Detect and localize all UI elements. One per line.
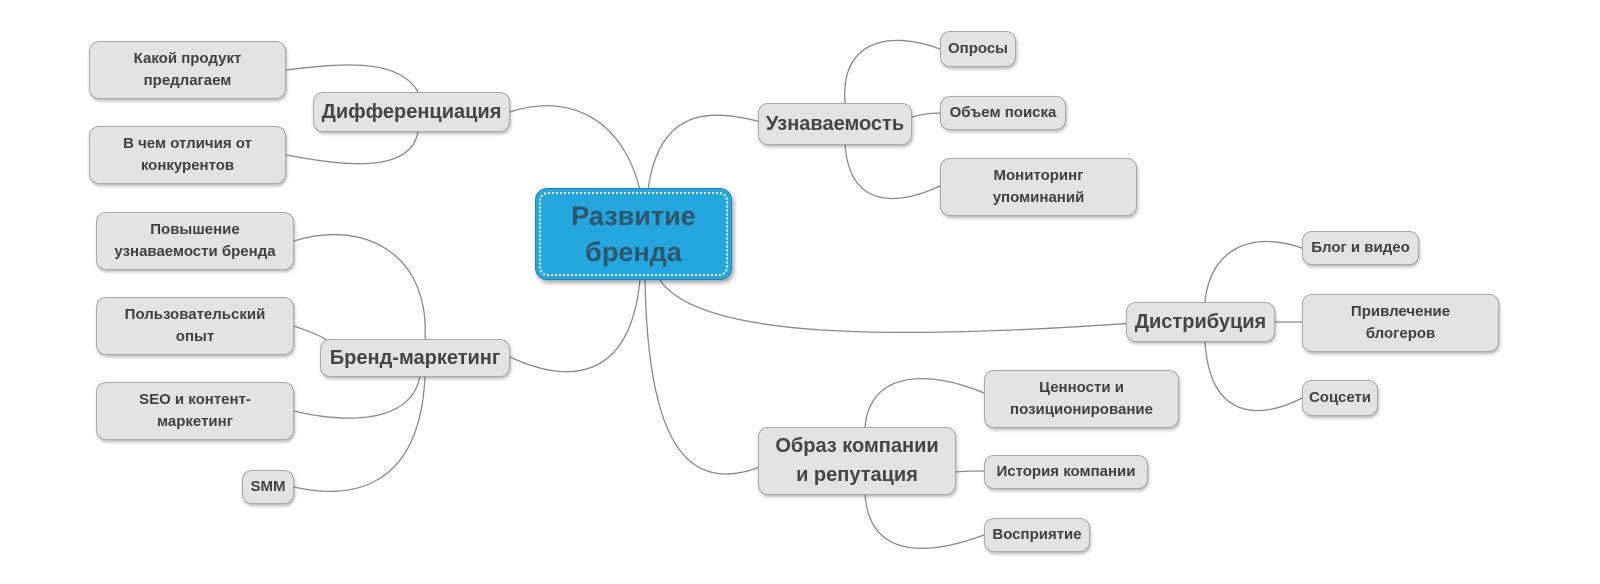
branch-label: Дистрибуция: [1134, 310, 1267, 333]
topic-label: Восприятие: [992, 526, 1082, 543]
connector-brand-smm: [293, 375, 426, 493]
branch-label: Узнаваемость: [765, 112, 905, 135]
connector-center-differentiation: [509, 105, 641, 191]
branch-label: Образ компании и репутация: [775, 435, 939, 486]
connector-brand-seo: [293, 375, 421, 419]
connector-distribution-social: [1204, 341, 1303, 412]
topic-product-offer[interactable]: Какой продукт предлагаем: [89, 41, 286, 99]
topic-user-experience[interactable]: Пользовательский опыт: [96, 297, 294, 355]
topic-surveys[interactable]: Опросы: [940, 31, 1016, 67]
topic-brand-awareness-growth[interactable]: Повышение узнаваемости бренда: [96, 212, 294, 270]
topic-social-networks[interactable]: Соцсети: [1302, 380, 1378, 416]
topic-values-positioning[interactable]: Ценности и позиционирование: [984, 370, 1179, 428]
topic-label: Блог и видео: [1311, 239, 1410, 256]
topic-mention-monitoring[interactable]: Мониторинг упоминаний: [940, 158, 1137, 216]
branch-differentiation[interactable]: Дифференциация: [313, 92, 510, 132]
central-topic[interactable]: Развитие бренда: [535, 188, 732, 280]
branch-company-image[interactable]: Образ компании и репутация: [758, 427, 956, 495]
connector-image-values: [864, 378, 985, 428]
topic-label: SEO и контент- маркетинг: [139, 391, 251, 430]
connector-awareness-monitoring: [844, 144, 941, 200]
branch-distribution[interactable]: Дистрибуция: [1126, 302, 1275, 342]
connector-center-distribution: [659, 279, 1149, 334]
topic-label: В чем отличия от конкурентов: [123, 135, 252, 174]
connector-center-awareness: [647, 114, 773, 191]
connector-awareness-search: [911, 112, 941, 118]
topic-label: Соцсети: [1308, 389, 1372, 406]
topic-label: SMM: [250, 478, 286, 495]
central-topic-label: Развитие бренда: [571, 201, 696, 267]
branch-label: Дифференциация: [321, 100, 502, 123]
connector-differentiation-product: [285, 64, 419, 93]
topic-label: Объем поиска: [949, 104, 1057, 121]
topic-label: Пользовательский опыт: [124, 306, 266, 345]
topic-label: История компании: [996, 463, 1136, 480]
topic-company-history[interactable]: История компании: [984, 455, 1148, 489]
topic-label: Привлечение блогеров: [1350, 303, 1451, 342]
connector-image-history: [955, 470, 985, 473]
connector-center-image: [644, 279, 773, 475]
topic-search-volume[interactable]: Объем поиска: [940, 96, 1066, 130]
connector-brand-awareness-growth: [293, 233, 426, 341]
connector-differentiation-competitors: [285, 131, 419, 165]
topic-seo-content-marketing[interactable]: SEO и контент- маркетинг: [96, 382, 294, 440]
topic-label: Опросы: [947, 40, 1008, 57]
branch-brand-marketing[interactable]: Бренд-маркетинг: [320, 339, 510, 377]
connector-center-brand-marketing: [509, 279, 641, 373]
topic-blogger-outreach[interactable]: Привлечение блогеров: [1302, 294, 1499, 352]
branch-awareness[interactable]: Узнаваемость: [758, 103, 912, 145]
topic-perception[interactable]: Восприятие: [984, 518, 1090, 552]
connector-distribution-blog: [1204, 240, 1303, 303]
connector-awareness-surveys: [844, 39, 941, 104]
topic-smm[interactable]: SMM: [242, 470, 294, 504]
topic-label: Какой продукт предлагаем: [133, 50, 242, 89]
connector-image-perception: [864, 494, 985, 549]
topic-label: Ценности и позиционирование: [1010, 379, 1153, 418]
topic-blog-video[interactable]: Блог и видео: [1302, 231, 1419, 265]
topic-label: Мониторинг упоминаний: [992, 167, 1085, 206]
branch-label: Бренд-маркетинг: [329, 346, 501, 369]
topic-competitor-differences[interactable]: В чем отличия от конкурентов: [89, 126, 286, 184]
topic-label: Повышение узнаваемости бренда: [114, 221, 276, 260]
